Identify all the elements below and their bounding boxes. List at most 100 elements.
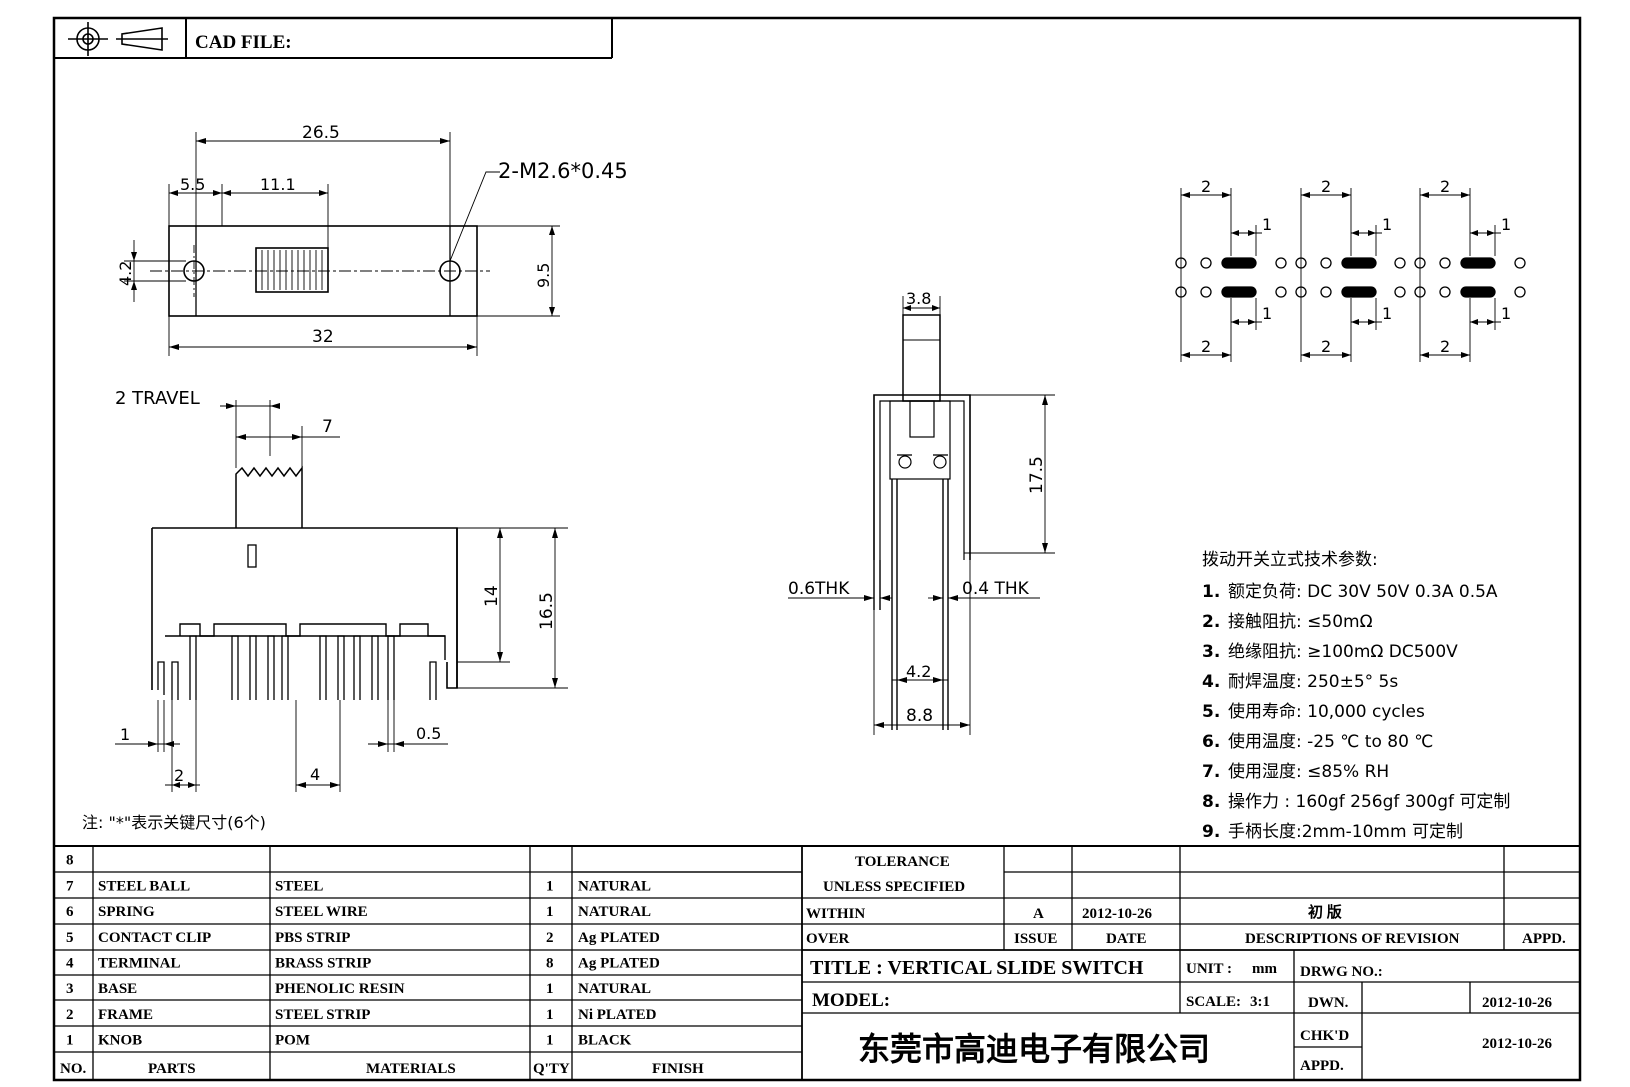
spec-item: 2. 接触阻抗: ≤50mΩ [1202, 607, 1510, 637]
dim-32: 32 [312, 327, 334, 347]
bom-header-parts: PARTS [148, 1061, 196, 1077]
spec-item-number: 8. [1202, 792, 1221, 812]
spec-item-number: 3. [1202, 642, 1221, 662]
pcb-dim-2: 2 [1440, 177, 1450, 196]
dim-side-0-6thk: 0.6THK [788, 579, 850, 599]
dim-thread: 2-M2.6*0.45 [498, 159, 628, 183]
bom-no: 6 [66, 904, 74, 920]
appd-revision-label: APPD. [1522, 931, 1566, 947]
bom-part: TERMINAL [98, 956, 181, 972]
dim-side-0-4thk: 0.4 THK [962, 579, 1030, 599]
revision-description: 初 版 [1308, 903, 1342, 921]
bom-table [54, 845, 1580, 1080]
descriptions-label: DESCRIPTIONS OF REVISION [1245, 931, 1460, 947]
model-label: MODEL: [812, 990, 890, 1011]
bom-finish: NATURAL [578, 904, 651, 920]
dim-5-5: 5.5 [180, 175, 205, 194]
within-label: WITHIN [806, 906, 865, 922]
bom-part: STEEL BALL [98, 878, 190, 894]
specs-title: 拨动开关立式技术参数: [1202, 550, 1378, 570]
spec-item: 1.额定负荷: DC 30V 50V 0.3A 0.5A [1202, 577, 1510, 607]
bom-material: STEEL STRIP [275, 1007, 370, 1023]
dim-26-5: 26.5 [302, 123, 340, 143]
pcb-dim-1: 1 [1262, 304, 1272, 323]
bom-qty: 1 [546, 1007, 554, 1023]
dim-4-2: 4.2 [116, 261, 135, 286]
dwn-date: 2012-10-26 [1482, 995, 1552, 1011]
issue-value: A [1033, 906, 1044, 922]
pcb-dim-2: 2 [1201, 337, 1211, 356]
bom-qty: 1 [546, 878, 554, 894]
pcb-dim-1: 1 [1501, 304, 1511, 323]
bom-qty: 8 [546, 956, 554, 972]
spec-item-number: 4. [1202, 672, 1221, 692]
dim-pin-0-5: 0.5 [416, 724, 441, 743]
cad-file-label: CAD FILE: [195, 32, 292, 53]
dim-knob-7: 7 [322, 417, 333, 437]
spec-item: 8.操作力 : 160gf 256gf 300gf 可定制 [1202, 787, 1510, 817]
pcb-dim-1: 1 [1382, 215, 1392, 234]
bom-finish: Ag PLATED [578, 930, 660, 946]
top-view: 26.5 5.5 11.1 2-M2.6*0.45 4.2 [116, 123, 628, 356]
dim-pitch-4: 4 [310, 765, 320, 784]
pcb-dim-2: 2 [1321, 337, 1331, 356]
bom-no: 8 [66, 853, 74, 869]
unit-label: UNIT : [1186, 961, 1232, 977]
bom-header-materials: MATERIALS [366, 1061, 456, 1077]
revision-block [802, 846, 1580, 1080]
pcb-dim-2: 2 [1201, 177, 1211, 196]
dim-side-17-5: 17.5 [1027, 456, 1047, 494]
spec-item-number: 2. [1202, 612, 1221, 632]
spec-item: 6.使用温度: -25 ℃ to 80 ℃ [1202, 727, 1510, 757]
tolerance-label: TOLERANCE [855, 854, 950, 870]
spec-item: 3.绝缘阻抗: ≥100mΩ DC500V [1202, 637, 1510, 667]
technical-specs: 拨动开关立式技术参数: 1.额定负荷: DC 30V 50V 0.3A 0.5A… [1202, 545, 1510, 847]
bom-material: POM [275, 1033, 310, 1049]
dim-pitch-2: 2 [174, 766, 184, 785]
pcb-dim-2: 2 [1440, 337, 1450, 356]
dim-16-5: 16.5 [537, 592, 557, 630]
bom-qty: 1 [546, 904, 554, 920]
spec-item: 4. 耐焊温度: 250±5° 5s [1202, 667, 1510, 697]
pcb-dim-2: 2 [1321, 177, 1331, 196]
spec-item-text: 接触阻抗: ≤50mΩ [1228, 612, 1373, 632]
bom-material: PHENOLIC RESIN [275, 981, 405, 997]
bom-part: BASE [98, 981, 137, 997]
bom-part: CONTACT CLIP [98, 930, 211, 946]
bom-material: STEEL [275, 878, 323, 894]
spec-item-text: 额定负荷: DC 30V 50V 0.3A 0.5A [1228, 582, 1498, 602]
appd-label: APPD. [1300, 1058, 1344, 1074]
issue-label: ISSUE [1014, 931, 1057, 947]
scale-label: SCALE: [1186, 994, 1241, 1010]
bom-qty: 1 [546, 981, 554, 997]
bom-qty: 2 [546, 930, 554, 946]
chkd-label: CHK'D [1300, 1028, 1349, 1044]
key-dimension-note: 注: "*"表示关键尺寸(6个) [82, 813, 266, 832]
dim-9-5: 9.5 [534, 263, 553, 288]
bom-finish: NATURAL [578, 981, 651, 997]
bom-header-no: NO. [60, 1061, 87, 1077]
spec-item-text: 手柄长度:2mm-10mm 可定制 [1228, 822, 1463, 842]
bom-header-finish: FINISH [652, 1061, 704, 1077]
pcb-layout: 2 2 2 1 1 1 1 1 1 2 2 2 [1175, 177, 1526, 362]
bom-no: 2 [66, 1007, 74, 1023]
pcb-dim-1: 1 [1501, 215, 1511, 234]
specs-list: 1.额定负荷: DC 30V 50V 0.3A 0.5A 2. 接触阻抗: ≤50m… [1202, 577, 1510, 847]
front-pins [157, 635, 437, 700]
spec-item-text: 耐焊温度: 250±5° 5s [1228, 672, 1399, 692]
spec-item-text: 使用湿度: ≤85% RH [1228, 762, 1390, 782]
dim-pin-1: 1 [120, 725, 130, 744]
drwg-no-label: DRWG NO.: [1300, 964, 1383, 980]
spec-item: 5.使用寿命: 10,000 cycles [1202, 697, 1510, 727]
over-label: OVER [806, 931, 850, 947]
bom-no: 4 [66, 956, 74, 972]
spec-item-number: 5. [1202, 702, 1221, 722]
date-label: DATE [1106, 931, 1147, 947]
bom-material: STEEL WIRE [275, 904, 368, 920]
cad-file-header: CAD FILE: [54, 18, 613, 59]
drawing-border [52, 16, 1582, 1082]
pcb-dim-1: 1 [1382, 304, 1392, 323]
scale-value: 3:1 [1250, 994, 1270, 1010]
